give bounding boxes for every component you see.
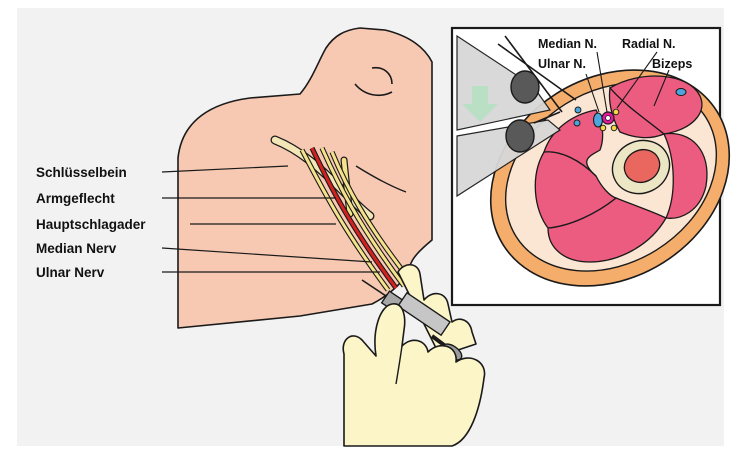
cephalic-vein-mark [676,89,686,96]
label-ulnar-nerve: Ulnar Nerv [36,265,105,280]
ulnar-nerve-mark [594,113,603,127]
probe-head-lower [506,120,534,152]
radial-nerve-mark-a [613,109,619,115]
radial-nerve-mark-b [600,125,606,131]
vein-mark-left [575,107,581,113]
label-artery: Hauptschlagader [36,217,146,232]
radial-nerve-mark-c [611,125,617,131]
inset-label-ulnar: Ulnar N. [538,57,586,71]
vein-mark-left-2 [574,120,580,126]
artery-mark [606,116,611,121]
label-median-nerve: Median Nerv [36,241,117,256]
inset-label-radial: Radial N. [622,37,676,51]
label-plexus: Armgeflecht [36,191,115,206]
inset-panel: Median N. Ulnar N. Radial N. Bizeps [450,26,741,329]
inset-label-biceps: Bizeps [652,57,692,71]
probe-head-upper [511,71,539,103]
label-clavicle: Schlüsselbein [36,165,127,180]
inset-label-median: Median N. [538,37,597,51]
